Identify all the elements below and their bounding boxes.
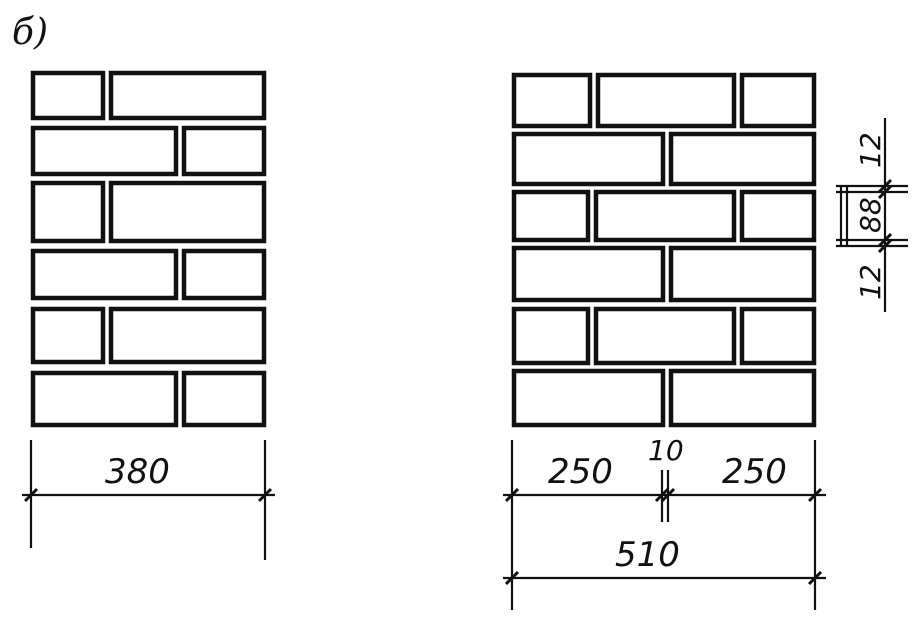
brick: [739, 189, 817, 243]
course-height-dimensions: 12 88 12: [836, 118, 908, 312]
dim-total-label: 380: [105, 452, 170, 492]
brick: [511, 72, 593, 129]
dimension-tick: [504, 570, 520, 586]
right-dimensions: 250 10 250 510: [503, 434, 826, 610]
brick: [108, 180, 267, 244]
dimension-tick: [877, 178, 893, 194]
brick: [511, 189, 591, 243]
brick: [511, 306, 591, 366]
dimension-tick: [257, 487, 273, 503]
brick: [181, 125, 267, 177]
dim-joint-label: 10: [648, 434, 684, 467]
brick: [668, 131, 817, 187]
brick: [739, 306, 817, 366]
brick: [30, 180, 106, 244]
brick: [181, 370, 267, 428]
dim-total-label: 510: [615, 535, 680, 575]
brick: [668, 368, 817, 428]
right-wall: [511, 72, 817, 428]
brick: [593, 189, 737, 243]
brick: [30, 370, 179, 428]
dimension-tick: [660, 487, 676, 503]
dimension-tick: [504, 487, 520, 503]
dimension-tick: [877, 238, 893, 254]
brick: [108, 70, 267, 121]
dim-brick-height-label: 88: [854, 197, 887, 233]
brick: [181, 248, 267, 301]
brick: [511, 368, 666, 428]
dim-joint-top-label: 12: [854, 132, 887, 168]
brick: [595, 72, 737, 129]
left-dimension: 380: [22, 440, 275, 560]
brick: [30, 70, 106, 121]
dimension-tick: [877, 184, 893, 200]
dim-part-a-label: 250: [548, 452, 613, 492]
brick: [108, 306, 267, 365]
brick: [30, 125, 179, 177]
brick: [739, 72, 817, 129]
brick: [593, 306, 737, 366]
brick: [30, 306, 106, 365]
dim-part-b-label: 250: [722, 452, 787, 492]
left-wall: [30, 70, 267, 428]
dim-joint-bottom-label: 12: [854, 264, 887, 300]
brick: [511, 131, 666, 187]
dimension-tick: [877, 232, 893, 248]
dimension-tick: [23, 487, 39, 503]
brick: [30, 248, 179, 301]
brick: [668, 245, 817, 303]
dimension-tick: [807, 487, 823, 503]
dimension-tick: [654, 487, 670, 503]
figure-label: б): [12, 12, 48, 53]
dimension-tick: [807, 570, 823, 586]
brick: [511, 245, 666, 303]
